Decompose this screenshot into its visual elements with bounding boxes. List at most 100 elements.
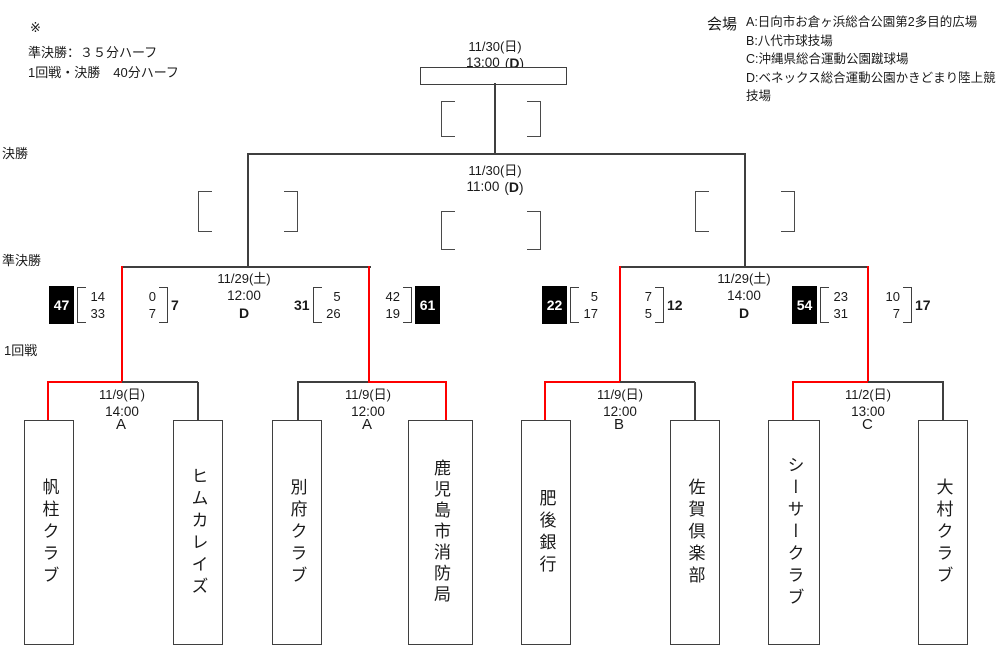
- team-box-himuka: ヒムカレイズ: [173, 420, 223, 645]
- semifinal1-score-bracket-left: [198, 191, 212, 232]
- match4-home-halves: 23 31: [833, 289, 848, 321]
- final-score-bracket-right: [527, 101, 541, 137]
- match2-label: 11/9(日) 12:00: [318, 384, 418, 419]
- note-firstround-final-duration: 1回戦・決勝 40分ハーフ: [28, 65, 179, 80]
- match4-time: 13:00: [851, 404, 885, 419]
- team5-winner-drop: [544, 382, 546, 421]
- team-name: 帆柱クラブ: [39, 477, 59, 588]
- final-connector: [247, 153, 746, 155]
- winner-line-match3: [619, 266, 621, 382]
- team1-winner-drop: [47, 382, 49, 421]
- score-bracket: [903, 287, 912, 323]
- team-name: 大村クラブ: [933, 477, 953, 588]
- semifinal-right-riser: [744, 153, 746, 267]
- semifinal1-connector: [121, 266, 371, 268]
- match3-connector: [620, 381, 695, 383]
- final-match-label: 11/30(日) 13:00 (D): [420, 36, 570, 71]
- score-bracket: [403, 287, 412, 323]
- match4-connector: [868, 381, 944, 383]
- venue-legend-label: 会場: [707, 16, 738, 33]
- match1-date: 11/9(日): [99, 387, 145, 402]
- final-score-bracket-left: [441, 101, 455, 137]
- match2-home-total: 31: [294, 297, 310, 313]
- match1-home-total-winner-badge: 47: [49, 286, 74, 324]
- match3-home-score: 22 5 17: [542, 286, 598, 324]
- match2-home-score: 31 5 26: [294, 286, 341, 324]
- semifinal1-venue: D: [238, 305, 250, 321]
- winner-line-match1: [121, 266, 123, 382]
- team-box-beppu: 別府クラブ: [272, 420, 322, 645]
- team4-winner-drop: [445, 382, 447, 421]
- score-bracket: [159, 287, 168, 323]
- match1-home-score: 47 14 33: [49, 286, 105, 324]
- team-name: 肥後銀行: [536, 488, 556, 577]
- team-name: 鹿児島市消防局: [431, 459, 450, 606]
- center-match-venue: D: [508, 179, 519, 195]
- match1-away-total: 7: [171, 297, 179, 313]
- match1-away-halves: 0 7: [148, 289, 156, 321]
- match2-venue: A: [362, 416, 373, 433]
- semifinal2-connector: [619, 266, 869, 268]
- match4-venue: C: [862, 416, 873, 433]
- semifinal1-label: 11/29(土) 12:00 D: [194, 268, 294, 321]
- semifinal-left-riser: [247, 153, 249, 267]
- team2-drop: [197, 382, 199, 421]
- semifinal2-label: 11/29(土) 14:00 D: [694, 268, 794, 321]
- center-match-date: 11/30(日): [468, 163, 522, 178]
- match2-connector: [297, 381, 369, 383]
- match3-away-total: 12: [667, 297, 683, 313]
- round-label-final: 決勝: [2, 146, 29, 161]
- match1-connector: [122, 381, 198, 383]
- team7-winner-drop: [792, 382, 794, 421]
- team-box-shisa-club: シーサークラブ: [768, 420, 820, 645]
- center-score-bracket-left: [441, 211, 455, 250]
- note-mark: ※: [30, 20, 41, 35]
- team-box-hobashira: 帆柱クラブ: [24, 420, 74, 645]
- team-box-higo-bank: 肥後銀行: [521, 420, 571, 645]
- center-match-time: 11:00 (D): [466, 179, 524, 195]
- match1-venue: A: [116, 416, 127, 433]
- semifinal2-score-bracket-left: [695, 191, 709, 232]
- match4-home-total-winner-badge: 54: [792, 286, 817, 324]
- team8-drop: [942, 382, 944, 421]
- venue-a: A:日向市お倉ヶ浜総合公園第2多目的広場: [746, 15, 978, 29]
- match2-away-halves: 42 19: [385, 289, 400, 321]
- match4-date: 11/2(日): [845, 387, 891, 402]
- semifinal1-date: 11/29(土): [217, 271, 271, 286]
- score-bracket: [655, 287, 664, 323]
- note-semifinal-duration: 準決勝：３５分ハーフ: [28, 45, 158, 60]
- match3-time: 12:00: [603, 404, 637, 419]
- venue-legend: A:日向市お倉ヶ浜総合公園第2多目的広場 B:八代市球技場 C:沖縄県総合運動公…: [746, 13, 1000, 106]
- team-name: 別府クラブ: [287, 477, 307, 588]
- final-venue: D: [509, 55, 520, 71]
- round-label-semifinal: 準決勝: [2, 253, 42, 268]
- match1-winner-segment: [47, 381, 123, 383]
- round-label-first-round: 1回戦: [4, 343, 38, 358]
- match4-away-score: 10 7 17: [884, 286, 931, 324]
- center-score-bracket-right: [527, 211, 541, 250]
- match2-away-total-winner-badge: 61: [415, 286, 440, 324]
- team-name: ヒムカレイズ: [188, 466, 208, 599]
- score-bracket: [570, 287, 579, 323]
- match3-away-halves: 7 5: [644, 289, 652, 321]
- match2-home-halves: 5 26: [326, 289, 341, 321]
- match4-winner-segment: [792, 381, 869, 383]
- match2-winner-segment: [368, 381, 447, 383]
- match4-home-score: 54 23 31: [792, 286, 848, 324]
- match3-home-total-winner-badge: 22: [542, 286, 567, 324]
- venue-c: C:沖縄県総合運動公園蹴球場: [746, 52, 909, 66]
- score-bracket: [820, 287, 829, 323]
- match3-venue: B: [614, 416, 625, 433]
- match4-label: 11/2(日) 13:00: [818, 384, 918, 419]
- semifinal2-date: 11/29(土): [717, 271, 771, 286]
- semifinal1-score-bracket-right: [284, 191, 298, 232]
- team-name: 佐賀倶楽部: [685, 477, 705, 588]
- final-date: 11/30(日): [468, 39, 522, 54]
- match1-home-halves: 14 33: [90, 289, 105, 321]
- match2-time: 12:00: [351, 404, 385, 419]
- winner-line-match2: [368, 266, 370, 382]
- team-box-omura-club: 大村クラブ: [918, 420, 968, 645]
- team3-drop: [297, 382, 299, 421]
- team-box-kagoshima-fire: 鹿児島市消防局: [408, 420, 473, 645]
